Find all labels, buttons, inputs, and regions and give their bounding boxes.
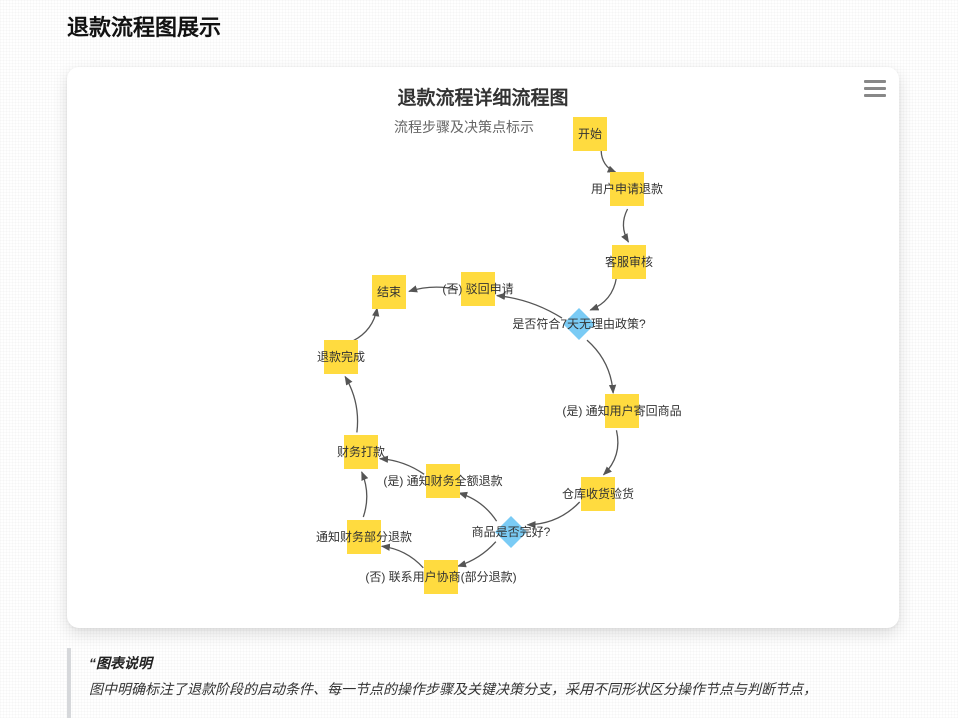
process-node-full[interactable] [426,464,460,498]
node-label-intact: 商品是否完好? [472,524,551,539]
edge-reject-to-end [408,285,459,293]
process-node-inspect[interactable] [581,477,615,511]
node-label-pay: 财务打款 [337,444,385,459]
chart-card: 退款流程详细流程图 流程步骤及决策点标示 开始用户申请退款客服审核是否符合7天无… [67,67,899,628]
node-label-apply: 用户申请退款 [591,181,663,196]
hamburger-menu-icon[interactable] [859,76,889,102]
process-node-negotiate[interactable] [424,560,458,594]
decision-node-intact[interactable] [495,516,527,548]
edge-done-to-end [352,307,380,342]
edge-partial-to-pay [361,471,369,518]
chart-title: 退款流程详细流程图 [397,88,569,109]
caption-heading: “图表说明 [89,655,152,671]
edge-intact-to-negotiate [456,541,497,568]
node-label-policy: 是否符合7天无理由政策? [512,316,646,331]
edge-policy-to-return [586,339,617,394]
process-node-return[interactable] [605,394,639,428]
caption-text: 图中明确标注了退款阶段的启动条件、每一节点的操作步骤及关键决策分支，采用不同形状… [89,681,817,697]
edge-pay-to-done [344,375,359,433]
process-node-pay[interactable] [344,435,378,469]
process-node-start[interactable] [573,117,607,151]
node-label-start: 开始 [578,127,602,141]
chart-caption: “图表说明 图中明确标注了退款阶段的启动条件、每一节点的操作步骤及关键决策分支，… [67,648,927,718]
process-node-review[interactable] [612,245,646,279]
process-node-apply[interactable] [610,172,644,206]
page-title: 退款流程图展示 [67,15,222,40]
chart-subtitle: 流程步骤及决策点标示 [394,119,534,135]
process-node-done[interactable] [324,340,358,374]
node-label-done: 退款完成 [317,349,365,364]
node-label-inspect: 仓库收货验货 [562,486,634,501]
edge-review-to-policy [589,277,618,311]
node-label-end: 结束 [377,285,401,299]
edge-policy-to-reject [495,292,563,319]
process-node-reject[interactable] [461,272,495,306]
node-label-negotiate: (否) 联系用户协商(部分退款) [365,569,516,584]
edge-apply-to-review [621,208,630,243]
decision-node-policy[interactable] [563,308,595,340]
node-label-partial: 通知财务部分退款 [316,529,412,544]
process-node-partial[interactable] [347,520,381,554]
edge-negotiate-to-partial [380,543,424,569]
edge-inspect-to-intact [526,501,581,529]
edge-return-to-inspect [602,430,619,476]
node-label-reject: (否) 驳回申请 [442,282,513,296]
node-label-full: (是) 通知财务全额退款 [383,473,502,488]
edge-intact-to-full [458,491,498,522]
edge-start-to-apply [600,150,617,174]
node-label-review: 客服审核 [605,254,653,269]
node-label-return: (是) 通知用户寄回商品 [562,403,681,418]
edge-full-to-pay [378,455,425,475]
process-node-end[interactable] [372,275,406,309]
